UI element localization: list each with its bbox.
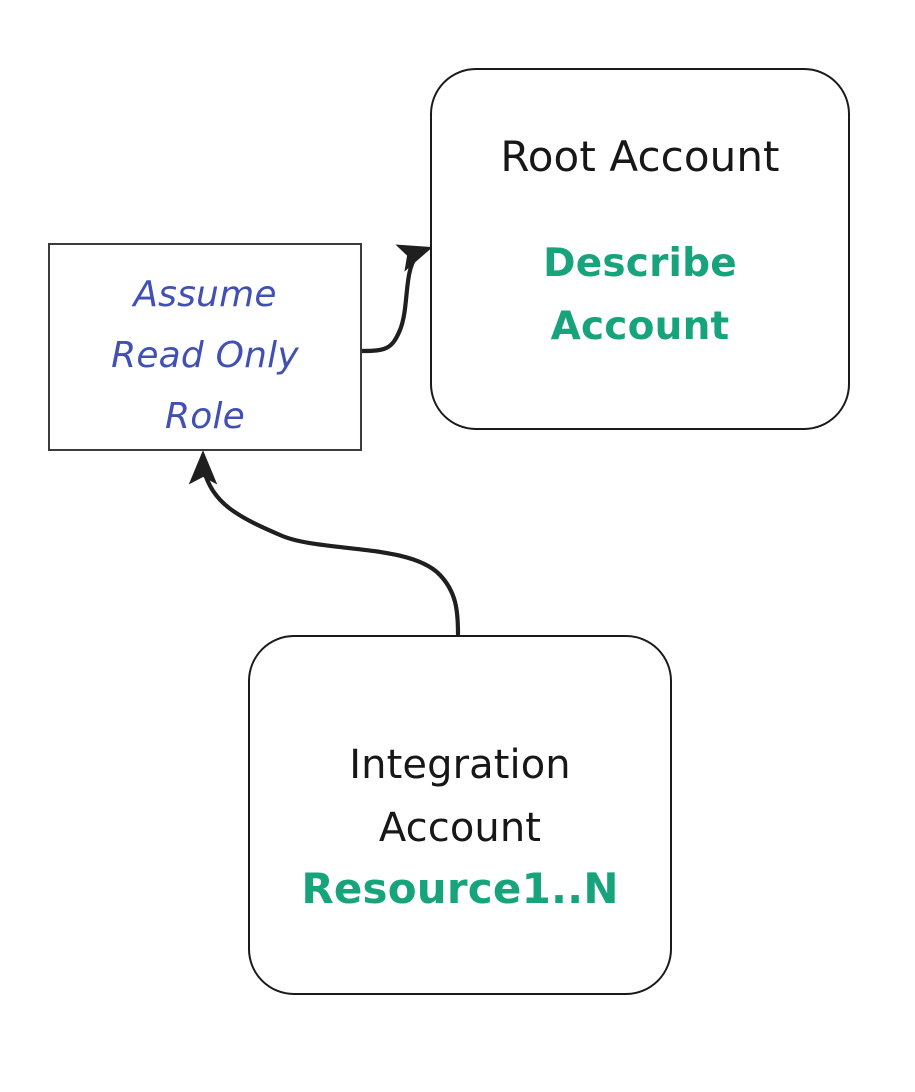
root-account-action: Describe Account [543,232,737,358]
node-assume-read-only-role[interactable]: Assume Read Only Role [48,243,362,451]
integration-account-title-line-2: Account [378,805,542,851]
assume-role-label: Assume Read Only Role [111,264,299,447]
edge-assume-to-root [359,244,433,354]
root-account-action-line-2: Account [550,304,730,349]
assume-role-label-line-2: Read Only [111,334,299,376]
integration-account-resources: Resource1..N [301,864,619,913]
node-integration-account[interactable]: Integration Account Resource1..N [248,635,672,995]
edge-integration-to-assume [188,450,461,637]
assume-role-label-line-3: Role [165,395,245,437]
assume-role-label-line-1: Assume [133,273,277,315]
node-root-account[interactable]: Root Account Describe Account [430,68,850,430]
root-account-title: Root Account [500,132,780,181]
integration-account-title: Integration Account [349,734,571,860]
integration-account-title-line-1: Integration [349,742,571,788]
root-account-action-line-1: Describe [543,241,737,286]
